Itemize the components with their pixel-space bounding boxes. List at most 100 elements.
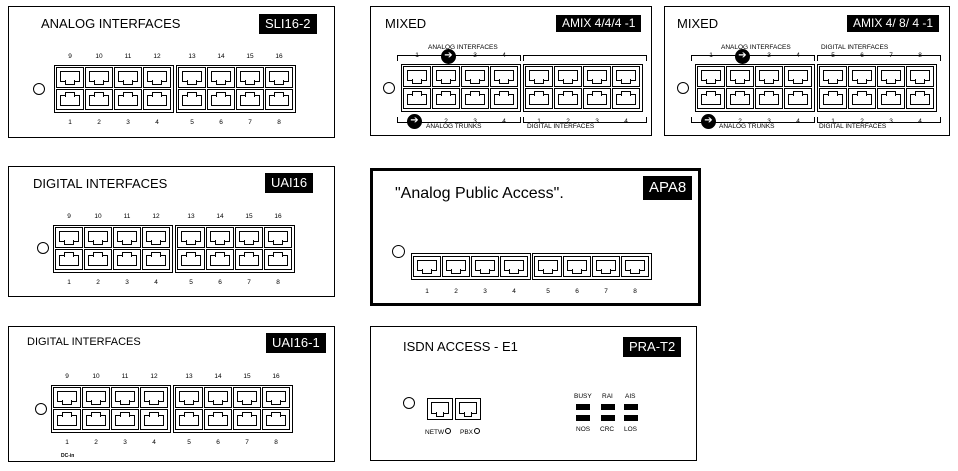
rj45-port[interactable] (114, 67, 142, 88)
port-number-bottom: 4 (796, 118, 800, 125)
rj45-port[interactable] (55, 227, 83, 248)
rj45-port[interactable] (236, 67, 264, 88)
rj45-port[interactable] (848, 66, 876, 87)
rj45-port[interactable] (82, 409, 110, 430)
rj45-port[interactable] (206, 227, 234, 248)
rj45-port[interactable] (143, 67, 171, 88)
rj45-port[interactable] (877, 88, 905, 109)
port-number-bottom: 7 (247, 279, 251, 286)
rj45-port[interactable] (877, 66, 905, 87)
rj45-port[interactable] (413, 256, 441, 277)
rj45-port[interactable] (490, 88, 518, 109)
rj45-port[interactable] (175, 409, 203, 430)
rj45-port[interactable] (432, 88, 460, 109)
rj45-port[interactable] (403, 88, 431, 109)
rj45-port[interactable] (621, 256, 649, 277)
rj45-port[interactable] (53, 409, 81, 430)
rj45-port[interactable] (142, 249, 170, 270)
rj45-port[interactable] (554, 88, 582, 109)
rj45-port[interactable] (235, 249, 263, 270)
rj45-port[interactable] (554, 66, 582, 87)
rj45-port[interactable] (82, 387, 110, 408)
rj45-port[interactable] (534, 256, 562, 277)
rj45-port[interactable] (178, 67, 206, 88)
rj45-port[interactable] (175, 387, 203, 408)
rj45-port[interactable] (177, 227, 205, 248)
rj45-port[interactable] (525, 88, 553, 109)
rj45-port[interactable] (111, 409, 139, 430)
rj45-port[interactable] (490, 66, 518, 87)
port-number-bottom: 3 (767, 118, 771, 125)
rj45-port[interactable] (906, 66, 934, 87)
rj45-port[interactable] (461, 66, 489, 87)
netw-port[interactable] (427, 398, 453, 420)
rj45-port[interactable] (206, 249, 234, 270)
status-led (33, 83, 45, 95)
rj45-port[interactable] (56, 67, 84, 88)
rj45-port[interactable] (84, 227, 112, 248)
rj45-port[interactable] (207, 67, 235, 88)
rj45-port[interactable] (85, 67, 113, 88)
rj45-port[interactable] (264, 249, 292, 270)
rj45-port[interactable] (177, 249, 205, 270)
port-number-top: 13 (188, 53, 196, 60)
rj45-port[interactable] (471, 256, 499, 277)
rj45-port[interactable] (461, 88, 489, 109)
rj45-port[interactable] (697, 66, 725, 87)
rj45-port[interactable] (56, 89, 84, 110)
rj45-port[interactable] (906, 88, 934, 109)
rj45-port[interactable] (819, 66, 847, 87)
rj45-port[interactable] (178, 89, 206, 110)
rj45-port[interactable] (262, 387, 290, 408)
rj45-port[interactable] (755, 88, 783, 109)
rj45-port[interactable] (235, 227, 263, 248)
port-number-top: 9 (67, 213, 71, 220)
port-number-bottom: 8 (276, 279, 280, 286)
rj45-port[interactable] (612, 88, 640, 109)
rj45-port[interactable] (583, 88, 611, 109)
rj45-port[interactable] (53, 387, 81, 408)
rj45-port[interactable] (848, 88, 876, 109)
rj45-port[interactable] (262, 409, 290, 430)
rj45-port[interactable] (207, 89, 235, 110)
rj45-port[interactable] (85, 89, 113, 110)
rj45-port[interactable] (755, 66, 783, 87)
rj45-port[interactable] (264, 227, 292, 248)
rj45-port[interactable] (204, 409, 232, 430)
panel-title: MIXED (677, 16, 719, 31)
rj45-port[interactable] (726, 66, 754, 87)
rj45-port[interactable] (236, 89, 264, 110)
rj45-port[interactable] (442, 256, 470, 277)
rj45-port[interactable] (114, 89, 142, 110)
rj45-port[interactable] (432, 66, 460, 87)
rj45-port[interactable] (140, 387, 168, 408)
rj45-port[interactable] (140, 409, 168, 430)
rj45-port[interactable] (592, 256, 620, 277)
rj45-port[interactable] (233, 387, 261, 408)
rj45-port[interactable] (583, 66, 611, 87)
rj45-port[interactable] (55, 249, 83, 270)
rj45-port[interactable] (265, 67, 293, 88)
rj45-port[interactable] (525, 66, 553, 87)
rj45-port[interactable] (113, 249, 141, 270)
analog-interfaces-label: ANALOG INTERFACES (721, 44, 791, 51)
rj45-port[interactable] (500, 256, 528, 277)
rj45-port[interactable] (113, 227, 141, 248)
rj45-port[interactable] (697, 88, 725, 109)
rj45-port[interactable] (233, 409, 261, 430)
rj45-port[interactable] (784, 66, 812, 87)
rj45-port[interactable] (84, 249, 112, 270)
rj45-port[interactable] (784, 88, 812, 109)
rj45-port[interactable] (403, 66, 431, 87)
rj45-port[interactable] (612, 66, 640, 87)
rj45-port[interactable] (204, 387, 232, 408)
rj45-port[interactable] (111, 387, 139, 408)
rj45-port[interactable] (563, 256, 591, 277)
rj45-port[interactable] (819, 88, 847, 109)
rj45-port[interactable] (726, 88, 754, 109)
rj45-port[interactable] (143, 89, 171, 110)
rj45-port[interactable] (142, 227, 170, 248)
pbx-port[interactable] (455, 398, 481, 420)
rj45-port[interactable] (265, 89, 293, 110)
